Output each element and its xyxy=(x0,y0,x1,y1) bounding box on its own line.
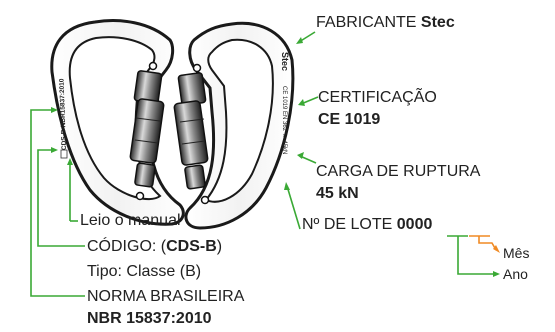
label-lote-value: 0000 xyxy=(396,216,433,233)
leader-carga xyxy=(299,155,317,164)
left-screw-gate xyxy=(129,61,165,201)
label-codigo-prefix: CÓDIGO: ( xyxy=(87,238,167,255)
leader-codigo xyxy=(37,149,85,247)
right-carabiner-marking: CE 1019 EN 362 ↔ 45kN xyxy=(281,86,287,154)
label-certificacao: CERTIFICAÇÃO xyxy=(318,89,437,106)
label-carga: CARGA DE RUPTURA xyxy=(316,163,481,180)
label-lote-prefix: Nº DE LOTE xyxy=(302,216,393,233)
label-fabricante: FABRICANTE Stec xyxy=(316,13,455,32)
label-codigo-value: CDS-B xyxy=(166,238,217,255)
leader-norma xyxy=(30,109,85,297)
manual-symbol xyxy=(60,149,68,159)
label-certificacao-value: CE 1019 xyxy=(318,111,381,128)
label-leio-manual: Leio o manual xyxy=(80,212,181,229)
leader-mes xyxy=(478,236,500,253)
label-fabricante-value: Stec xyxy=(420,14,455,31)
leader-ano xyxy=(457,236,496,275)
label-tipo: Tipo: Classe (B) xyxy=(87,263,202,280)
label-codigo-suffix: ) xyxy=(216,238,223,255)
label-carga-value: 45 kN xyxy=(316,185,359,202)
label-norma-value: NBR 15837:2010 xyxy=(87,310,212,327)
label-codigo: CÓDIGO: (CDS-B) xyxy=(87,237,222,256)
label-lote: Nº DE LOTE 0000 xyxy=(302,215,432,234)
left-carabiner: CDS-B-NBR15837:2010 xyxy=(50,19,185,226)
label-mes: Mês xyxy=(503,245,530,261)
right-screw-gate xyxy=(173,63,210,205)
right-carabiner: Stec CE 1019 EN 362 ↔ 45kN xyxy=(173,21,295,230)
right-carabiner-logo: Stec xyxy=(280,52,290,71)
leader-lines xyxy=(30,31,500,297)
label-ano: Ano xyxy=(503,266,528,282)
leader-lote xyxy=(286,185,301,230)
left-carabiner-marking: CDS-B-NBR15837:2010 xyxy=(58,78,68,150)
label-norma: NORMA BRASILEIRA xyxy=(87,288,245,305)
label-fabricante-prefix: FABRICANTE xyxy=(316,14,417,31)
